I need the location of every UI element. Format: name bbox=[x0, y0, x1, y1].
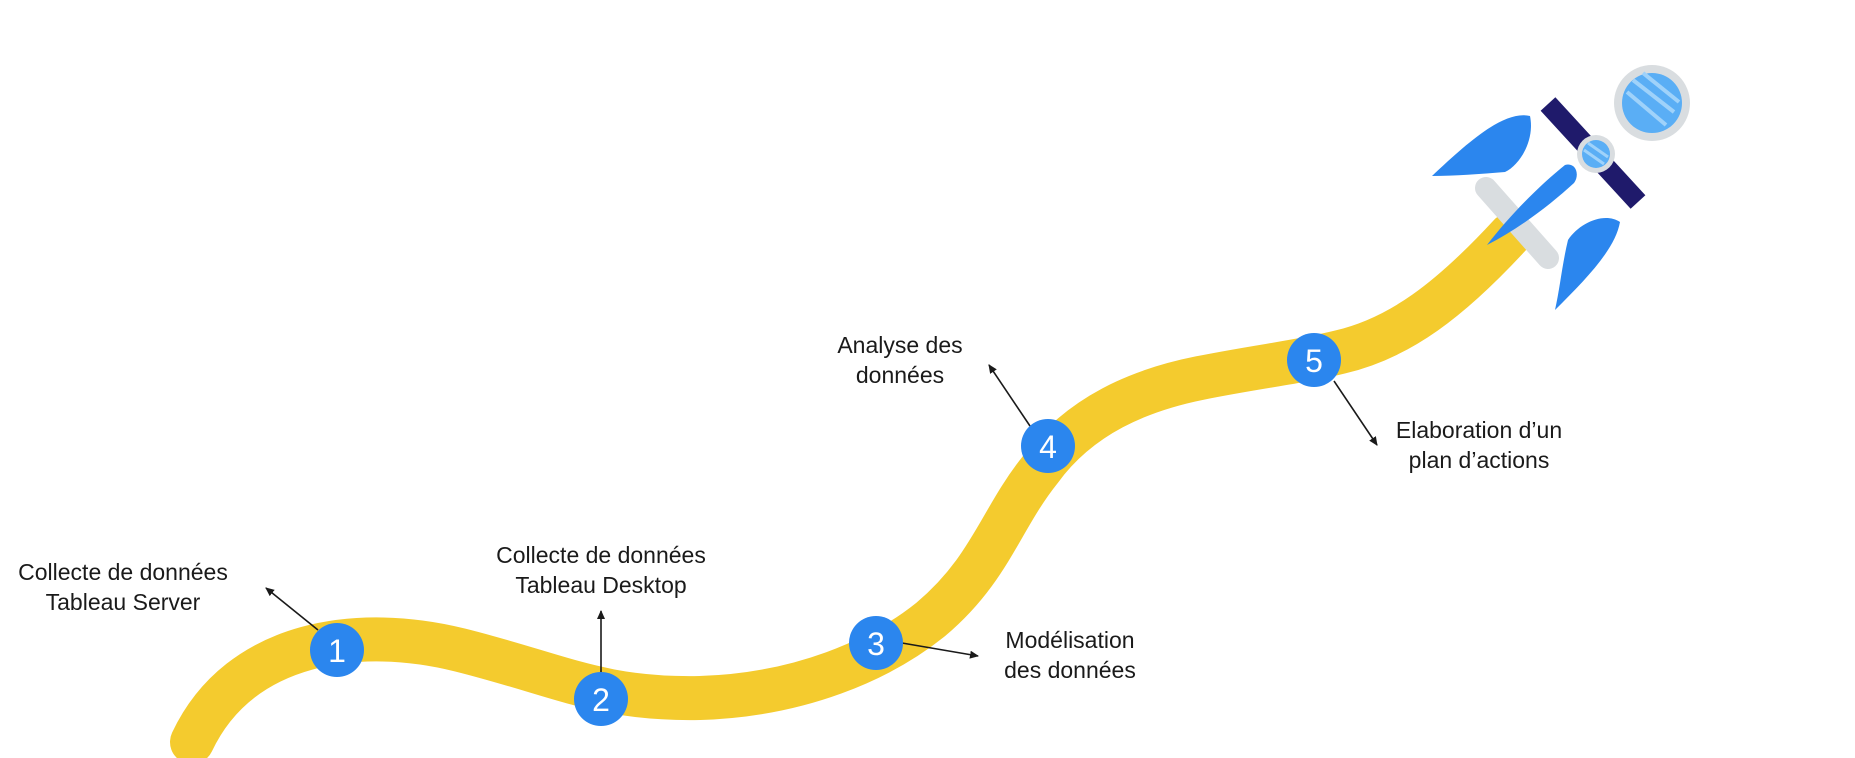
step-1-label-line-1: Collecte de données bbox=[18, 559, 228, 585]
step-2-label-line-2: Tableau Desktop bbox=[515, 572, 687, 598]
step-3-marker: 3 bbox=[849, 616, 903, 670]
step-2-label: Collecte de données Tableau Desktop bbox=[484, 540, 718, 600]
arrow-step-4 bbox=[988, 364, 1031, 427]
step-3-label-line-2: des données bbox=[1004, 657, 1136, 683]
step-5-label-line-2: plan d’actions bbox=[1408, 447, 1550, 473]
step-5-label-line-1: Elaboration d’un bbox=[1395, 417, 1563, 443]
rocket-icon bbox=[1432, 65, 1690, 310]
step-3-label-line-1: Modélisation bbox=[1005, 627, 1135, 653]
step-2-marker: 2 bbox=[574, 672, 628, 726]
step-1-label: Collecte de données Tableau Server bbox=[14, 557, 232, 617]
arrow-step-5 bbox=[1333, 380, 1378, 446]
step-5-number: 5 bbox=[1305, 343, 1323, 379]
step-5-marker: 5 bbox=[1287, 333, 1341, 387]
arrow-step-1 bbox=[265, 587, 319, 631]
arrow-step-3 bbox=[901, 642, 979, 659]
step-4-number: 4 bbox=[1039, 429, 1057, 465]
step-2-label-line-1: Collecte de données bbox=[496, 542, 706, 568]
step-4-label-line-1: Analyse des bbox=[837, 332, 963, 358]
step-5-label: Elaboration d’un plan d’actions bbox=[1382, 415, 1576, 475]
step-4-marker: 4 bbox=[1021, 419, 1075, 473]
road-path bbox=[170, 213, 1532, 758]
step-1-number: 1 bbox=[328, 633, 346, 669]
step-3-number: 3 bbox=[867, 626, 885, 662]
step-3-label: Modélisation des données bbox=[990, 625, 1150, 685]
step-4-label-line-2: données bbox=[855, 362, 945, 388]
step-1-marker: 1 bbox=[310, 623, 364, 677]
step-2-number: 2 bbox=[592, 682, 610, 718]
step-1-label-line-2: Tableau Server bbox=[45, 589, 201, 615]
step-4-label: Analyse des données bbox=[822, 330, 978, 390]
